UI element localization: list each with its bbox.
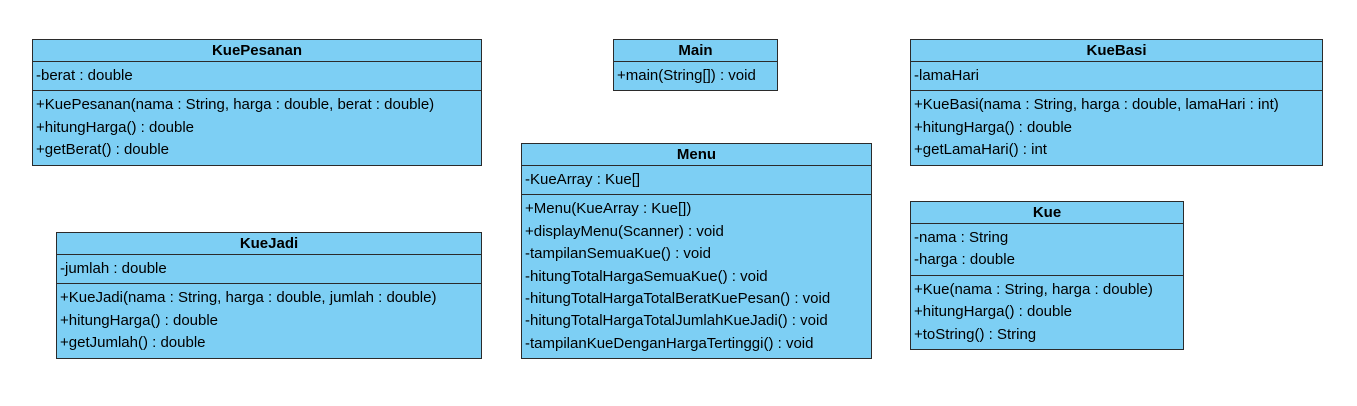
class-main-title: Main <box>614 40 777 62</box>
method: +KueBasi(nama : String, harga : double, … <box>914 96 1279 114</box>
class-kue-attributes: -nama : String -harga : double <box>911 224 1183 276</box>
method: +Menu(KueArray : Kue[]) <box>525 200 692 218</box>
class-kuebasi-methods: +KueBasi(nama : String, harga : double, … <box>911 91 1322 164</box>
method: +hitungHarga() : double <box>36 118 195 136</box>
method: -tampilanKueDenganHargaTertinggi() : voi… <box>525 334 814 352</box>
class-main[interactable]: Main +main(String[]) : void <box>613 39 778 92</box>
method: +KuePesanan(nama : String, harga : doubl… <box>36 96 435 114</box>
method: +hitungHarga() : double <box>60 311 219 329</box>
method: +main(String[]) : void <box>617 67 756 84</box>
attribute: -harga : double <box>914 251 1015 269</box>
class-kue-methods: +Kue(nama : String, harga : double) +hit… <box>911 276 1183 349</box>
attribute: -berat : double <box>36 67 133 84</box>
class-kuebasi-attributes: -lamaHari <box>911 62 1322 92</box>
method: -hitungTotalHargaSemuaKue() : void <box>525 267 768 285</box>
class-kuepesanan-attributes: -berat : double <box>33 62 481 92</box>
method: -hitungTotalHargaTotalBeratKuePesan() : … <box>525 290 831 308</box>
attribute: -lamaHari <box>914 67 980 84</box>
method: +getJumlah() : double <box>60 334 206 352</box>
class-menu-title: Menu <box>522 144 871 166</box>
class-kue[interactable]: Kue -nama : String -harga : double +Kue(… <box>910 201 1184 351</box>
method: +getLamaHari() : int <box>914 141 1047 159</box>
attribute: -jumlah : double <box>60 260 167 277</box>
method: +toString() : String <box>914 325 1037 343</box>
method: +Kue(nama : String, harga : double) <box>914 280 1153 298</box>
class-kuepesanan-methods: +KuePesanan(nama : String, harga : doubl… <box>33 91 481 164</box>
class-kuejadi-methods: +KueJadi(nama : String, harga : double, … <box>57 284 481 357</box>
method: -hitungTotalHargaTotalJumlahKueJadi() : … <box>525 312 828 330</box>
class-kuejadi-attributes: -jumlah : double <box>57 255 481 285</box>
class-main-methods: +main(String[]) : void <box>614 62 777 90</box>
method: +hitungHarga() : double <box>914 303 1073 321</box>
class-menu-methods: +Menu(KueArray : Kue[]) +displayMenu(Sca… <box>522 195 871 358</box>
class-kuepesanan-title: KuePesanan <box>33 40 481 62</box>
method: +hitungHarga() : double <box>914 118 1073 136</box>
class-kuejadi-title: KueJadi <box>57 233 481 255</box>
class-kuepesanan[interactable]: KuePesanan -berat : double +KuePesanan(n… <box>32 39 482 166</box>
class-kuebasi-title: KueBasi <box>911 40 1322 62</box>
class-kuejadi[interactable]: KueJadi -jumlah : double +KueJadi(nama :… <box>56 232 482 359</box>
attribute: -KueArray : Kue[] <box>525 171 641 188</box>
class-kue-title: Kue <box>911 202 1183 224</box>
method: +KueJadi(nama : String, harga : double, … <box>60 289 437 307</box>
method: +getBerat() : double <box>36 141 170 159</box>
class-kuebasi[interactable]: KueBasi -lamaHari +KueBasi(nama : String… <box>910 39 1323 166</box>
method: +displayMenu(Scanner) : void <box>525 222 724 240</box>
class-menu[interactable]: Menu -KueArray : Kue[] +Menu(KueArray : … <box>521 143 872 360</box>
class-menu-attributes: -KueArray : Kue[] <box>522 166 871 196</box>
attribute: -nama : String <box>914 229 1009 246</box>
method: -tampilanSemuaKue() : void <box>525 245 711 263</box>
